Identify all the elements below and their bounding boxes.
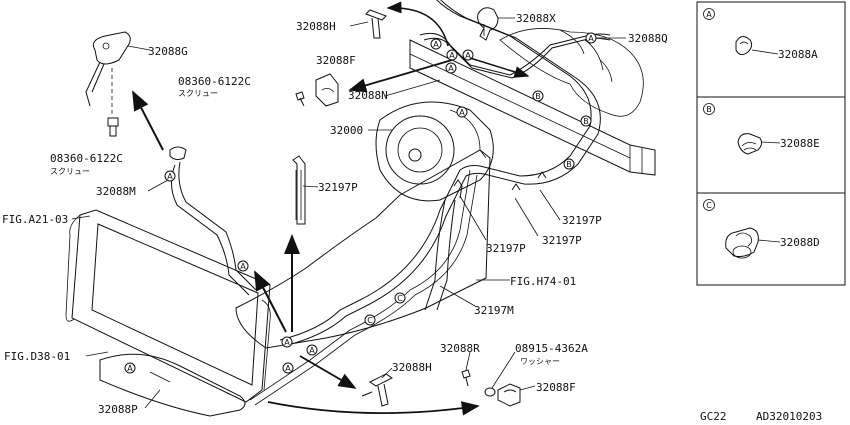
marker-a-11: A (456, 106, 468, 118)
label-32088m: 32088M (96, 185, 136, 198)
screw-32088r-icon (461, 369, 471, 387)
diagram-code-right: AD32010203 (756, 410, 822, 423)
marker-a-12: A (585, 32, 597, 44)
clip-d-icon (725, 227, 759, 257)
screw-icon-2 (295, 91, 305, 107)
label-32088p: 32088P (98, 403, 138, 416)
legend-panel: A 32088A B 32088E C 32088D (696, 1, 846, 286)
label-08360-left: 08360-6122C (50, 152, 123, 165)
marker-a-3: A (281, 336, 293, 348)
legend-clip-c: C 32088D (703, 199, 820, 259)
marker-a-10: A (445, 62, 457, 74)
marker-a-8: A (446, 49, 458, 61)
label-32088d: 32088D (780, 236, 820, 249)
strap-32197p (292, 155, 306, 225)
svg-text:A: A (284, 338, 290, 347)
label-32088e: 32088E (780, 137, 820, 150)
label-fig-h74-01: FIG.H74-01 (510, 275, 576, 288)
label-32197p-2: 32197P (562, 214, 602, 227)
label-fig-d38-01: FIG.D38-01 (4, 350, 70, 363)
marker-c-2: C (364, 314, 376, 326)
cooler-lines (171, 0, 611, 406)
marker-a-4: A (306, 344, 318, 356)
svg-text:A: A (240, 262, 246, 271)
svg-text:A: A (449, 51, 455, 60)
clip-a-icon (735, 36, 753, 56)
label-32088f-bottom: 32088F (536, 381, 576, 394)
label-32088f-top: 32088F (316, 54, 356, 67)
marker-b-2: B (580, 115, 592, 127)
svg-text:C: C (367, 316, 373, 325)
engine-side-panel (235, 149, 491, 349)
arrows (132, 1, 530, 416)
bracket-32088f-bottom (497, 383, 521, 407)
clip-e-icon (737, 133, 763, 155)
svg-text:A: A (448, 64, 454, 73)
svg-text:B: B (566, 160, 572, 169)
marker-a-7: A (430, 38, 442, 50)
label-washer: ワッシャー (520, 357, 560, 366)
legend-marker-b: B (706, 105, 712, 114)
label-32000: 32000 (330, 124, 363, 137)
marker-a-1: A (164, 170, 176, 182)
label-screw-top: スクリュー (178, 89, 218, 98)
svg-text:A: A (167, 172, 173, 181)
label-08915: 08915-4362A (515, 342, 588, 355)
label-32197m: 32197M (474, 304, 514, 317)
legend-clip-a: A 32088A (703, 8, 818, 61)
label-32197p-1: 32197P (318, 181, 358, 194)
svg-text:A: A (127, 364, 133, 373)
label-08360-top: 08360-6122C (178, 75, 251, 88)
label-32088r: 32088R (440, 342, 480, 355)
radiator (65, 209, 271, 417)
label-32088h-bottom: 32088H (392, 361, 432, 374)
washer-icon (484, 387, 496, 397)
bracket-32088f-top (295, 73, 339, 107)
marker-c-1: C (394, 292, 406, 304)
svg-text:A: A (588, 34, 594, 43)
svg-text:B: B (535, 92, 541, 101)
strap-clips (453, 171, 547, 199)
label-32088g: 32088G (148, 45, 188, 58)
svg-text:A: A (459, 108, 465, 117)
legend-marker-c: C (706, 201, 712, 210)
bracket-32088g (85, 31, 151, 137)
leader-lines (71, 37, 626, 409)
clamp-32088x (477, 7, 515, 41)
legend-marker-a: A (706, 10, 712, 19)
label-32088x: 32088X (516, 12, 556, 25)
label-32088q: 32088Q (628, 32, 668, 45)
label-32088n: 32088N (348, 89, 388, 102)
label-32088h-top: 32088H (296, 20, 336, 33)
label-32197p-4: 32197P (542, 234, 582, 247)
fitting-32088h-top (349, 9, 387, 39)
marker-a-2: A (237, 260, 249, 272)
svg-text:A: A (309, 346, 315, 355)
clip-markers: A A A A A A A A A A A A B B B C C (124, 32, 597, 374)
transmission-housing (375, 101, 494, 202)
label-screw-left: スクリュー (50, 167, 90, 176)
svg-text:B: B (583, 117, 589, 126)
svg-text:C: C (397, 294, 403, 303)
part-labels: 32088G 32088H 32088X 32088Q 32088F 08360… (2, 12, 822, 423)
diagram-code-left: GC22 (700, 410, 727, 423)
label-32088a: 32088A (778, 48, 818, 61)
svg-text:A: A (465, 51, 471, 60)
svg-text:A: A (433, 40, 439, 49)
svg-text:A: A (285, 364, 291, 373)
marker-a-5: A (282, 362, 294, 374)
fitting-32088h-bottom (361, 373, 393, 407)
marker-a-6: A (124, 362, 136, 374)
legend-clip-b: B 32088E (703, 103, 820, 155)
label-fig-a21-03: FIG.A21-03 (2, 213, 68, 226)
screw-icon (107, 117, 119, 137)
marker-b-3: B (563, 158, 575, 170)
clip-icon (169, 146, 187, 161)
marker-b-1: B (532, 90, 544, 102)
label-32197p-3: 32197P (486, 242, 526, 255)
